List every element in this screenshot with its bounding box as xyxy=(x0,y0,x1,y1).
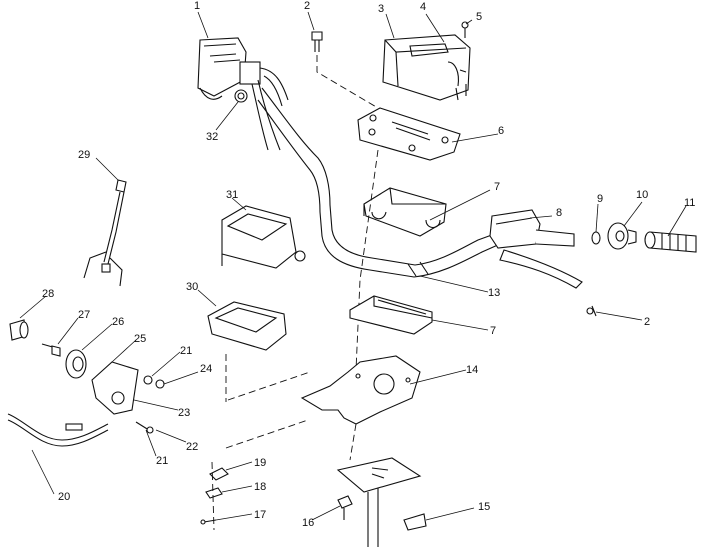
screw-2 xyxy=(311,31,323,52)
callout-17: 17 xyxy=(254,509,266,521)
callout-20: 20 xyxy=(58,491,70,503)
screw-5 xyxy=(461,21,469,38)
callout-26: 26 xyxy=(112,316,124,328)
nut-21-24 xyxy=(143,375,165,389)
callout-28: 28 xyxy=(42,288,54,300)
callout-8: 8 xyxy=(556,207,562,219)
speedometer-31 xyxy=(221,205,306,269)
callout-29: 29 xyxy=(78,149,90,161)
bolt-27 xyxy=(41,343,61,357)
cap-28 xyxy=(9,319,29,341)
callout-7a: 7 xyxy=(494,181,500,193)
callout-19: 19 xyxy=(254,457,266,469)
clamp-upper xyxy=(363,187,447,237)
gasket-26 xyxy=(65,349,87,379)
speedo-dashline xyxy=(227,371,311,401)
callout-21a: 21 xyxy=(180,345,192,357)
callout-15: 15 xyxy=(478,501,490,513)
callout-21b: 21 xyxy=(156,455,168,467)
callout-2: 2 xyxy=(304,0,310,12)
bushing-32 xyxy=(234,89,248,103)
callout-3: 3 xyxy=(378,3,384,15)
grip-11 xyxy=(644,231,697,253)
callout-22: 22 xyxy=(186,441,198,453)
callout-32: 32 xyxy=(206,131,218,143)
clamp-dashline xyxy=(355,149,379,371)
small-parts-dashline xyxy=(211,461,215,531)
handlebar xyxy=(257,87,501,278)
cable-20 xyxy=(7,413,109,447)
callout-2b: 2 xyxy=(644,316,650,328)
callout-1: 1 xyxy=(194,0,200,12)
stem-dashline xyxy=(349,423,357,461)
cup-30 xyxy=(207,301,287,351)
master-cylinder xyxy=(489,209,583,289)
bracket-dashline xyxy=(225,419,309,449)
screw-2-dashline xyxy=(316,55,379,109)
callout-16: 16 xyxy=(302,517,314,529)
callout-labels: 1 2 3 4 5 6 7 8 9 10 11 2 13 7 14 15 16 … xyxy=(42,0,695,529)
callout-31: 31 xyxy=(226,189,238,201)
upper-plate xyxy=(357,107,461,161)
callout-30: 30 xyxy=(186,281,198,293)
callout-13: 13 xyxy=(488,287,500,299)
mounting-plate xyxy=(300,355,421,425)
callout-25: 25 xyxy=(134,333,146,345)
callout-9: 9 xyxy=(597,193,603,205)
grommet-19 xyxy=(209,467,229,481)
callout-23: 23 xyxy=(178,407,190,419)
callout-11: 11 xyxy=(684,197,695,209)
end-cap-10 xyxy=(607,222,637,250)
leader-lines xyxy=(19,11,687,521)
clamp-lower xyxy=(349,295,433,335)
callout-7b: 7 xyxy=(490,325,496,337)
screw-22 xyxy=(135,421,154,434)
callout-14: 14 xyxy=(466,364,478,376)
clip-15 xyxy=(403,513,427,531)
nut-16 xyxy=(337,495,353,520)
callout-24: 24 xyxy=(200,363,212,375)
wire-sensor-29 xyxy=(83,179,127,287)
callout-10: 10 xyxy=(636,189,648,201)
gear-housing-25 xyxy=(91,361,139,415)
screw-12 xyxy=(586,305,597,317)
callout-6: 6 xyxy=(498,125,504,137)
washer-9 xyxy=(591,231,601,245)
steering-stem xyxy=(336,457,422,547)
callout-5: 5 xyxy=(476,11,482,23)
callout-4: 4 xyxy=(420,1,426,13)
washer-18 xyxy=(205,487,223,499)
throttle-housing xyxy=(197,37,289,151)
callout-27: 27 xyxy=(78,309,90,321)
callout-18: 18 xyxy=(254,481,266,493)
switch-housing xyxy=(382,34,471,101)
